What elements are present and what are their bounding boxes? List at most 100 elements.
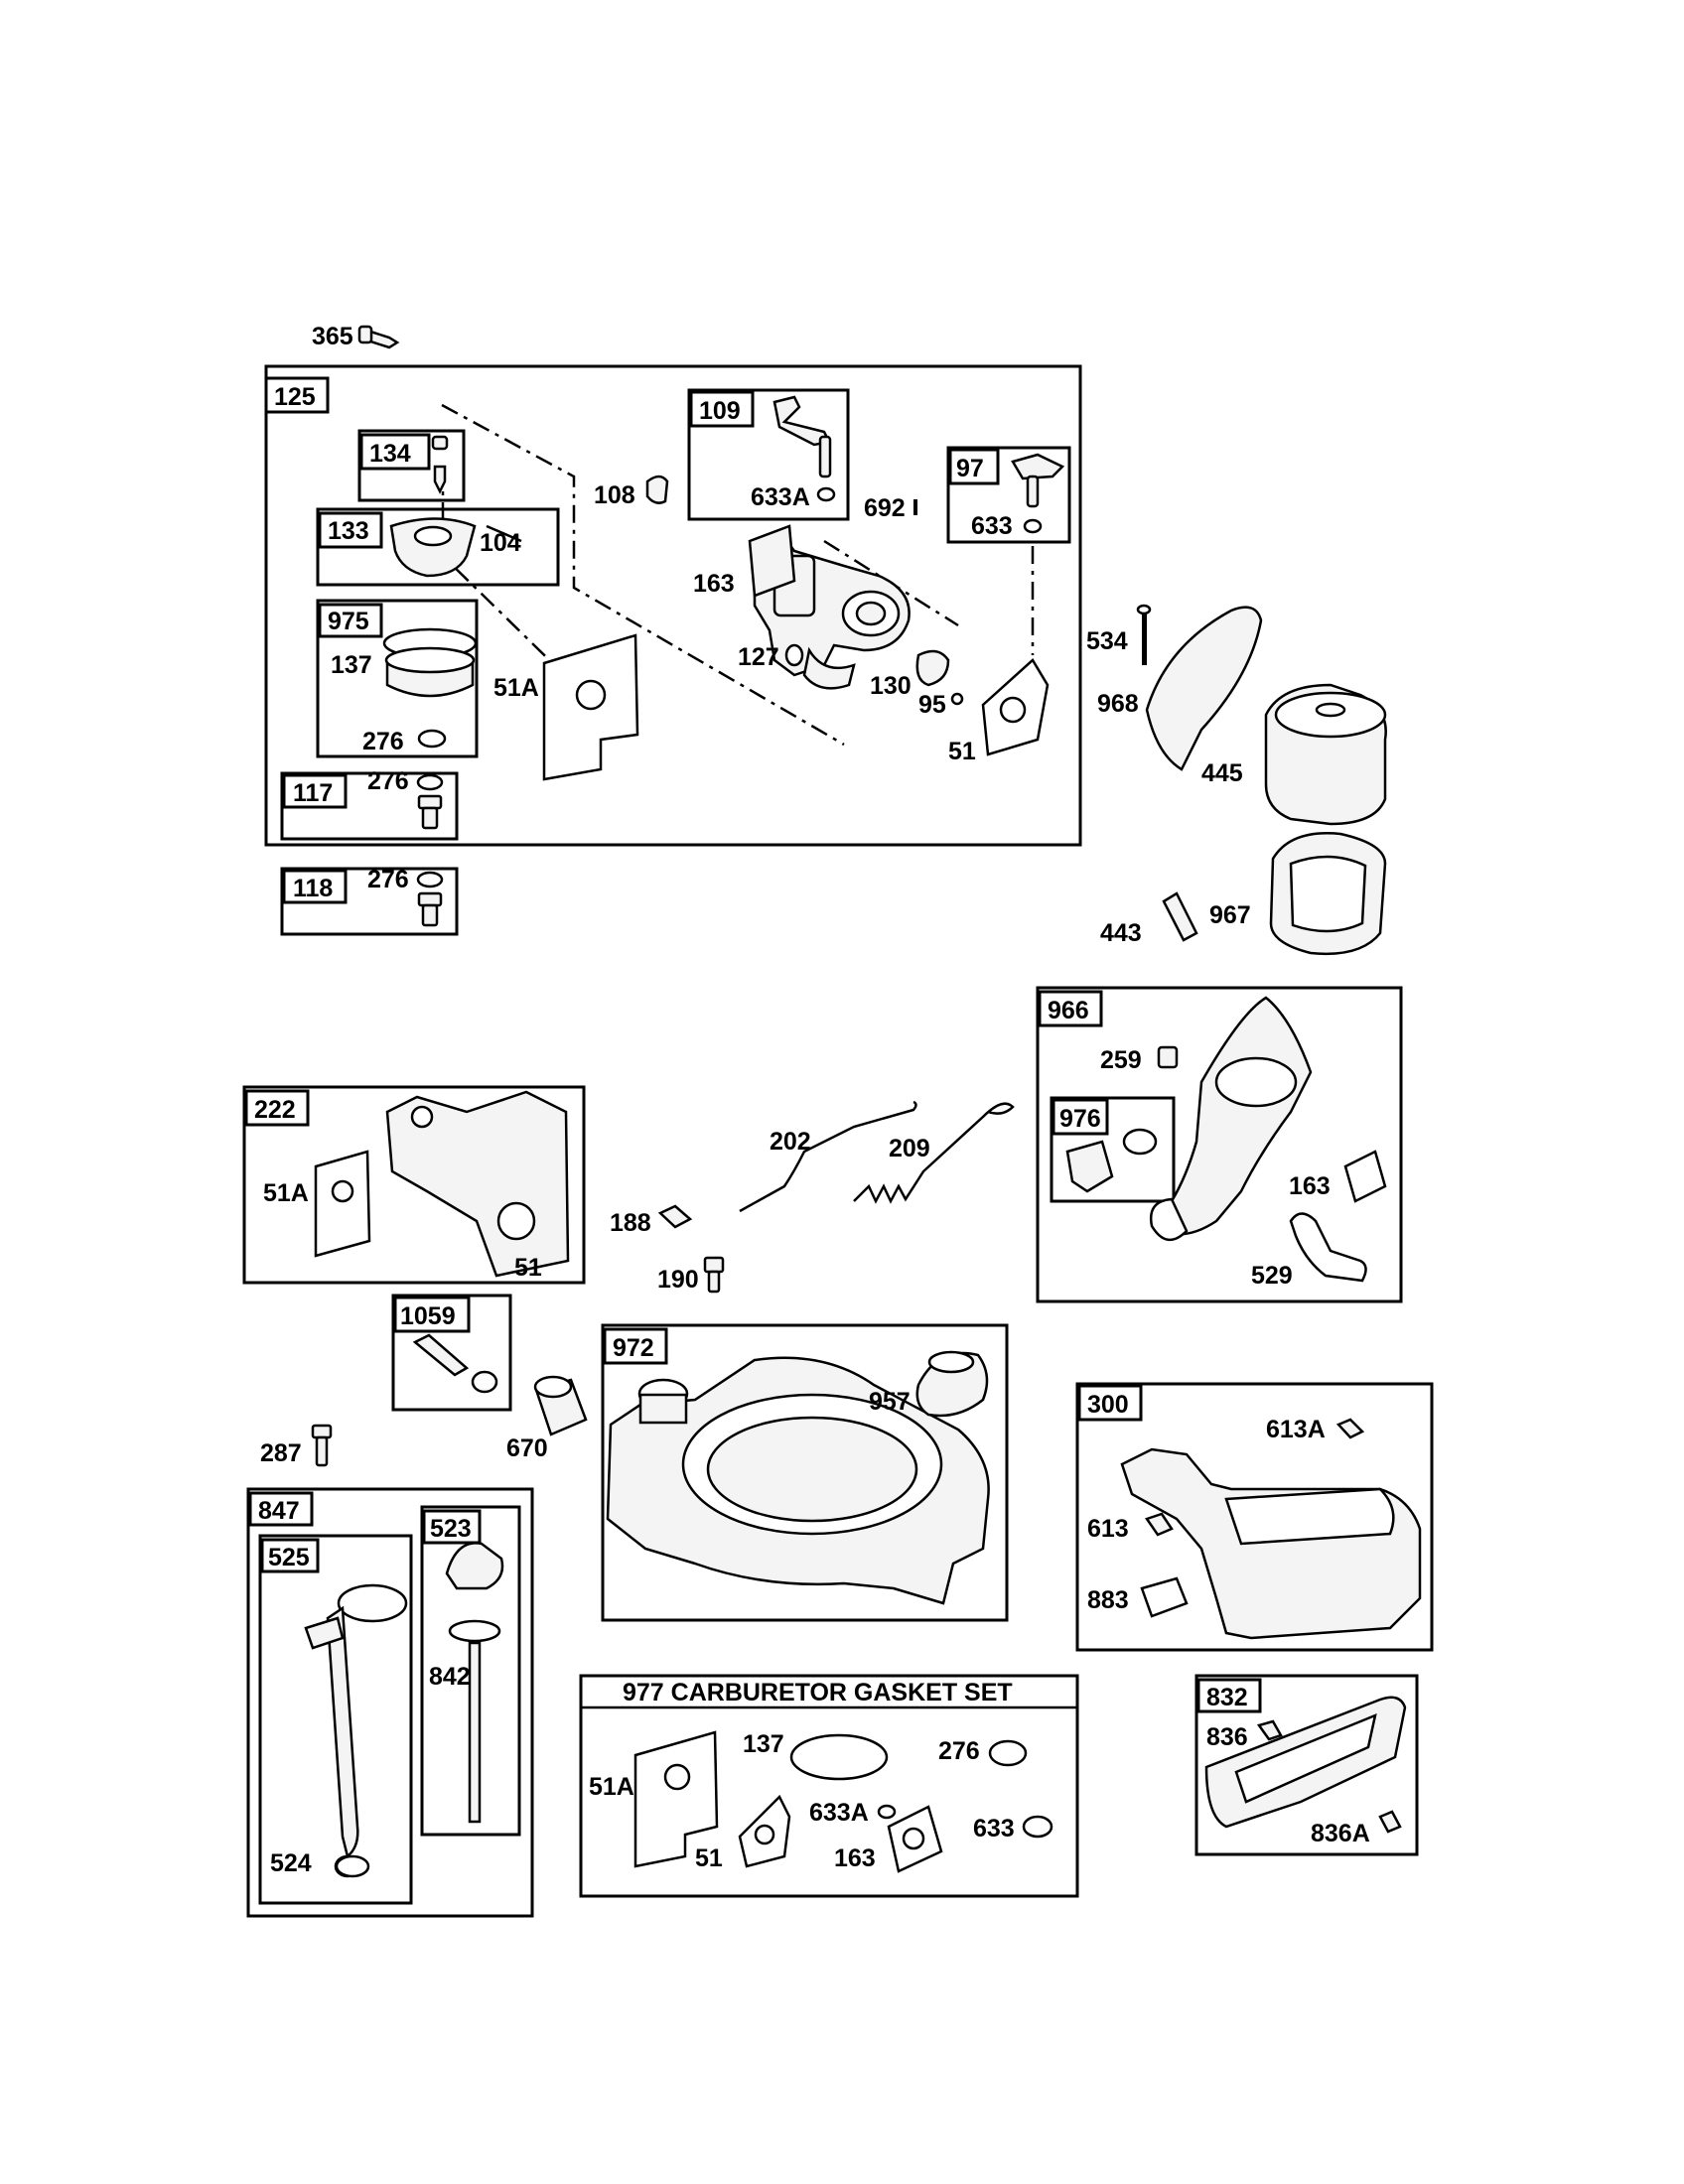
label-95: 95	[918, 691, 946, 719]
label-613: 613	[1087, 1515, 1129, 1543]
kit-133-box	[316, 507, 560, 587]
fuel-cap-icon	[915, 1350, 989, 1418]
label-209: 209	[889, 1135, 930, 1162]
air-filter-icon	[1264, 683, 1387, 826]
kit-109-box	[687, 388, 850, 521]
label-847: 847	[258, 1497, 300, 1525]
label-972: 972	[613, 1334, 654, 1362]
label-163c: 163	[834, 1844, 876, 1872]
label-692: 692	[864, 494, 906, 522]
label-443: 443	[1100, 919, 1142, 947]
label-188: 188	[610, 1209, 651, 1237]
label-445: 445	[1201, 759, 1243, 787]
kit-523-box	[420, 1505, 521, 1837]
label-117: 117	[293, 779, 333, 807]
label-300: 300	[1087, 1391, 1129, 1419]
label-163a: 163	[693, 570, 735, 598]
dipstick-icon	[445, 1542, 504, 1824]
label-109: 109	[699, 397, 741, 425]
bushing-icon	[533, 1375, 588, 1436]
choke-shaft-icon	[1011, 453, 1065, 508]
label-633Ab: 633A	[809, 1799, 869, 1827]
label-613A: 613A	[1266, 1416, 1326, 1443]
spring-icon	[853, 1102, 1015, 1204]
o-ring-icon	[789, 1733, 889, 1781]
kit-847-box	[246, 1487, 534, 1918]
kit-975-box	[316, 599, 479, 758]
kit-97-box	[946, 446, 1071, 544]
float-bowl-icon	[382, 627, 478, 698]
label-633a: 633	[971, 512, 1013, 540]
label-259: 259	[1100, 1046, 1142, 1074]
air-cleaner-base-icon	[1145, 606, 1263, 771]
muffler-icon	[1120, 1447, 1422, 1640]
label-118: 118	[293, 875, 333, 902]
label-134: 134	[369, 440, 411, 468]
label-524: 524	[270, 1849, 312, 1877]
intake-manifold-icon	[1149, 996, 1313, 1241]
label-133: 133	[328, 517, 369, 545]
label-633b: 633	[973, 1815, 1015, 1843]
link-rod-icon	[739, 1100, 917, 1213]
kit-300-box	[1075, 1382, 1434, 1652]
gasket-icon	[1140, 1576, 1189, 1618]
label-836A: 836A	[1311, 1820, 1370, 1847]
label-975: 975	[328, 608, 369, 635]
label-276d: 276	[938, 1737, 980, 1765]
kit-118-box	[280, 867, 459, 936]
label-137b: 137	[743, 1730, 784, 1758]
kit-966-box	[1036, 986, 1403, 1303]
label-836: 836	[1206, 1723, 1248, 1751]
dipstick-tube-icon	[304, 1583, 408, 1878]
label-842: 842	[429, 1663, 471, 1691]
governor-bracket-icon	[385, 1090, 570, 1278]
seal-icon	[645, 475, 669, 504]
kit-117-box	[280, 771, 459, 841]
label-957: 957	[869, 1388, 911, 1416]
label-125: 125	[274, 383, 316, 411]
label-287: 287	[260, 1439, 302, 1467]
tag-125	[264, 376, 330, 414]
label-104: 104	[480, 529, 521, 557]
label-534: 534	[1086, 627, 1128, 655]
part-365-screw-icon	[357, 325, 400, 349]
label-966: 966	[1048, 997, 1089, 1024]
label-51Aa: 51A	[493, 674, 539, 702]
screw-icon	[1162, 891, 1198, 942]
label-967: 967	[1209, 901, 1251, 929]
label-51c: 51	[695, 1844, 723, 1872]
label-51Ac: 51A	[589, 1773, 634, 1801]
kit-976-box	[1050, 1096, 1176, 1203]
label-523: 523	[430, 1515, 472, 1543]
label-51b: 51	[514, 1254, 542, 1282]
muffler-guard-icon	[1204, 1696, 1407, 1829]
fuel-tank-icon	[606, 1356, 990, 1605]
label-108: 108	[594, 481, 635, 509]
label-127: 127	[738, 643, 779, 671]
label-137a: 137	[331, 651, 372, 679]
label-130: 130	[870, 672, 912, 700]
float-icon	[389, 517, 477, 578]
kit-222-box	[242, 1085, 586, 1285]
label-883: 883	[1087, 1586, 1129, 1614]
label-276c: 276	[367, 866, 409, 893]
kit-832-box	[1194, 1674, 1419, 1856]
label-968: 968	[1097, 690, 1139, 718]
bowl-nut-icon	[417, 794, 443, 830]
label-276b: 276	[367, 767, 409, 795]
label-365: 365	[312, 323, 353, 350]
kit-125-box	[264, 364, 1082, 847]
label-1059: 1059	[400, 1302, 456, 1330]
bolt-icon	[412, 1333, 470, 1377]
primer-bulb-icon	[1065, 1128, 1158, 1193]
label-976: 976	[1059, 1105, 1101, 1133]
kit-972-box	[601, 1323, 1009, 1622]
label-163b: 163	[1289, 1172, 1331, 1200]
gasket-set-title: 977 CARBURETOR GASKET SET	[623, 1679, 1013, 1706]
needle-valve-icon	[431, 435, 449, 494]
throttle-shaft-icon	[772, 395, 832, 478]
kit-134-box	[357, 429, 466, 502]
label-633Aa: 633A	[751, 483, 810, 511]
label-97: 97	[956, 455, 984, 482]
